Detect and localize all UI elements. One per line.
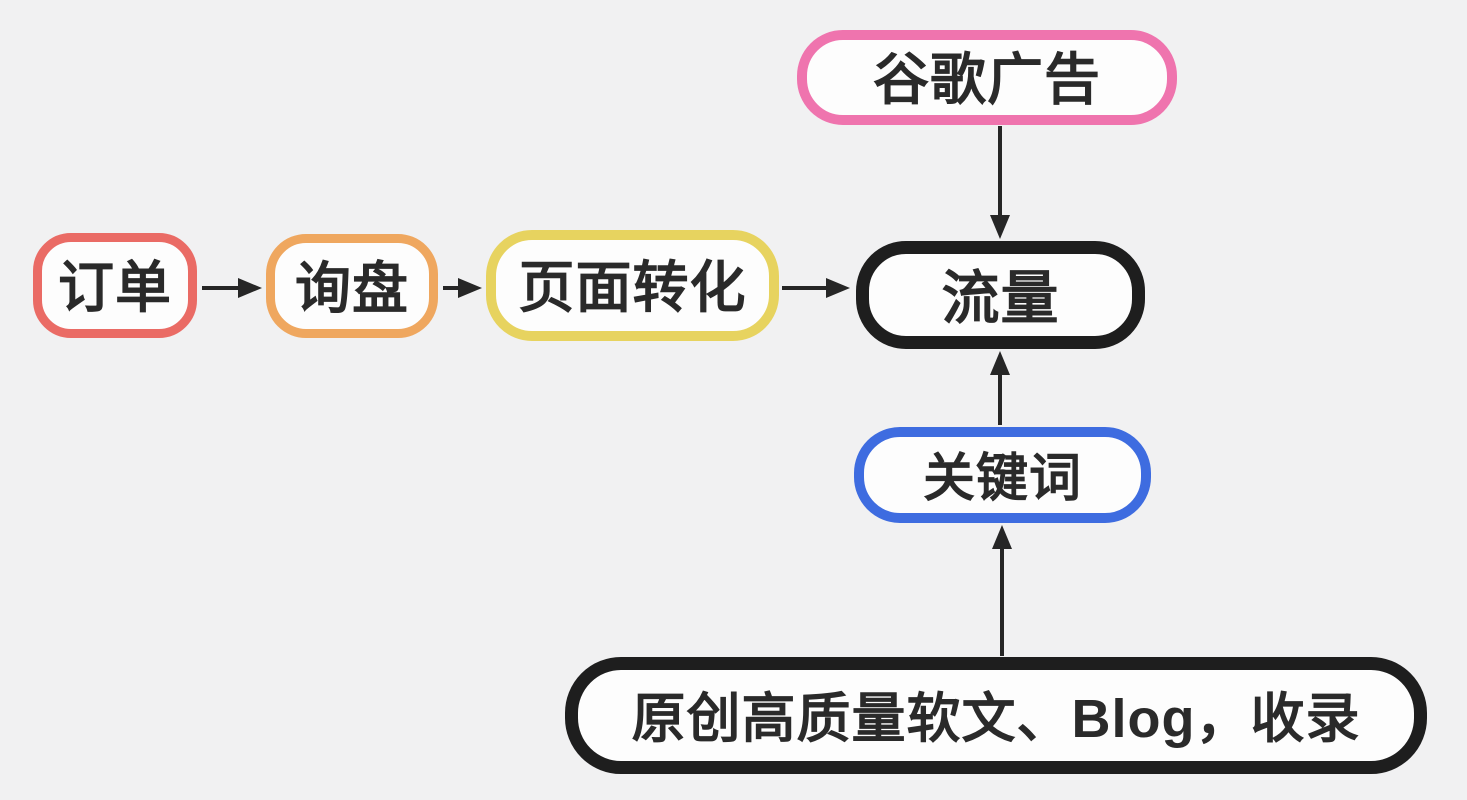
- node-google-ads: 谷歌广告: [797, 30, 1177, 125]
- arrow-keywords-to-traffic: [990, 351, 1010, 425]
- arrow-inquiry-to-page-conversion: [443, 278, 482, 298]
- node-inquiry: 询盘: [266, 234, 438, 338]
- node-google-ads-label: 谷歌广告: [873, 48, 1101, 111]
- node-keywords: 关键词: [854, 427, 1151, 523]
- arrow-google-ads-to-traffic: [990, 126, 1010, 239]
- node-page-conversion-label: 页面转化: [518, 256, 747, 319]
- node-traffic: 流量: [856, 241, 1145, 349]
- node-keywords-label: 关键词: [922, 449, 1082, 508]
- arrow-content-to-keywords: [992, 525, 1012, 656]
- node-page-conversion: 页面转化: [486, 230, 779, 341]
- arrow-page-conversion-to-traffic: [782, 278, 850, 298]
- node-order-label: 订单: [58, 256, 172, 319]
- node-order: 订单: [33, 233, 197, 338]
- node-content-label: 原创高质量软文、Blog，收录: [631, 689, 1361, 749]
- node-content: 原创高质量软文、Blog，收录: [565, 657, 1427, 774]
- node-traffic-label: 流量: [941, 266, 1060, 331]
- arrow-order-to-inquiry: [202, 278, 262, 298]
- node-inquiry-label: 询盘: [295, 256, 409, 320]
